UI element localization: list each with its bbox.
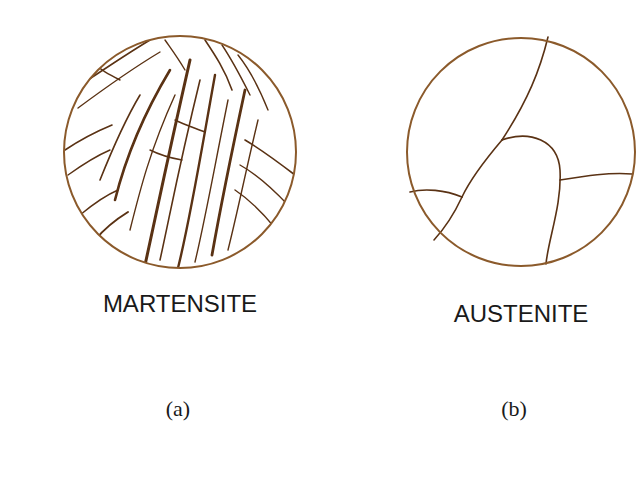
grain-boundary [502, 37, 548, 140]
martensite-needle [68, 150, 110, 175]
martensite-needle [100, 95, 140, 180]
grain-boundary [502, 136, 560, 264]
martensite-micrograph [65, 40, 295, 268]
grain-boundary [434, 197, 462, 240]
martensite-needle [195, 100, 228, 262]
panel-letter: (a) [166, 396, 190, 422]
micrograph-outline [407, 38, 635, 266]
martensite-needle [212, 90, 245, 255]
grain-boundary [462, 140, 502, 197]
martensite-needle [228, 120, 258, 250]
micrograph-outline [64, 36, 296, 268]
martensite-needle [178, 75, 215, 268]
martensite-needle [165, 40, 185, 70]
martensite-needle [150, 150, 182, 160]
martensite-needle [160, 80, 200, 260]
martensite-needle [145, 60, 190, 265]
grain-boundary [560, 173, 632, 180]
grain-boundary [410, 190, 462, 197]
martensite-needle [235, 190, 275, 228]
panel-letter: (b) [501, 396, 527, 422]
structure-name: MARTENSITE [103, 290, 257, 318]
martensite-needle [238, 55, 268, 110]
martensite-needle [245, 140, 295, 175]
martensite-needle [205, 40, 232, 90]
martensite-needle [222, 45, 250, 95]
martensite-needle [175, 120, 205, 132]
austenite-micrograph [410, 37, 632, 264]
martensite-needle [65, 125, 112, 150]
martensite-needle [80, 190, 118, 215]
structure-name: AUSTENITE [454, 300, 589, 328]
